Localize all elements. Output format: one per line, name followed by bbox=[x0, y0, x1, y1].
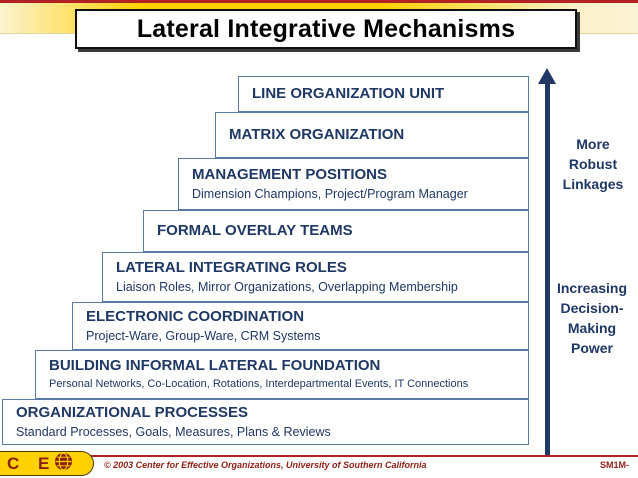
box-line-organization-unit: LINE ORGANIZATION UNIT bbox=[238, 76, 529, 112]
box-subtitle: Dimension Champions, Project/Program Man… bbox=[192, 186, 468, 201]
label-line: Power bbox=[570, 340, 613, 356]
box-management-positions: MANAGEMENT POSITIONS Dimension Champions… bbox=[178, 158, 529, 210]
box-subtitle: Personal Networks, Co-Location, Rotation… bbox=[49, 378, 469, 391]
box-title: ELECTRONIC COORDINATION bbox=[86, 308, 305, 325]
ceo-logo-letters: C E bbox=[7, 454, 57, 473]
box-building-informal-lateral-foundation: BUILDING INFORMAL LATERAL FOUNDATION Per… bbox=[35, 350, 529, 399]
ceo-logo: C E bbox=[0, 451, 94, 476]
slide-title-box: Lateral Integrative Mechanisms bbox=[75, 9, 577, 49]
box-subtitle: Project-Ware, Group-Ware, CRM Systems bbox=[86, 328, 321, 343]
box-title: ORGANIZATIONAL PROCESSES bbox=[16, 404, 248, 421]
label-increasing-decision-making-power: Increasing Decision- Making Power bbox=[542, 278, 638, 358]
box-formal-overlay-teams: FORMAL OVERLAY TEAMS bbox=[143, 210, 529, 252]
box-title: MANAGEMENT POSITIONS bbox=[192, 166, 388, 183]
box-title: LINE ORGANIZATION UNIT bbox=[252, 84, 445, 102]
label-line: Decision- bbox=[560, 300, 624, 316]
copyright-text: © 2003 Center for Effective Organization… bbox=[104, 460, 427, 470]
box-title: BUILDING INFORMAL LATERAL FOUNDATION bbox=[49, 357, 381, 375]
slide-title: Lateral Integrative Mechanisms bbox=[136, 14, 516, 43]
label-more-robust-linkages: More Robust Linkages bbox=[550, 134, 636, 194]
label-line: Robust bbox=[568, 156, 618, 172]
slide-code: SM1M- bbox=[600, 460, 629, 470]
footer-divider bbox=[0, 455, 638, 457]
arrow-shaft bbox=[545, 82, 550, 456]
label-line: Making bbox=[567, 320, 617, 336]
box-lateral-integrating-roles: LATERAL INTEGRATING ROLES Liaison Roles,… bbox=[102, 252, 529, 302]
box-title: MATRIX ORGANIZATION bbox=[229, 125, 405, 143]
globe-icon bbox=[54, 452, 73, 476]
box-subtitle: Liaison Roles, Mirror Organizations, Ove… bbox=[116, 279, 458, 294]
label-line: More bbox=[576, 136, 610, 152]
box-matrix-organization: MATRIX ORGANIZATION bbox=[215, 112, 529, 158]
arrow-up-icon bbox=[538, 68, 556, 84]
box-organizational-processes: ORGANIZATIONAL PROCESSES Standard Proces… bbox=[2, 399, 529, 445]
box-title: FORMAL OVERLAY TEAMS bbox=[157, 221, 353, 239]
box-electronic-coordination: ELECTRONIC COORDINATION Project-Ware, Gr… bbox=[72, 302, 529, 350]
box-title: LATERAL INTEGRATING ROLES bbox=[116, 259, 347, 276]
label-line: Increasing bbox=[556, 280, 628, 296]
box-subtitle: Standard Processes, Goals, Measures, Pla… bbox=[16, 424, 331, 439]
label-line: Linkages bbox=[562, 176, 624, 192]
